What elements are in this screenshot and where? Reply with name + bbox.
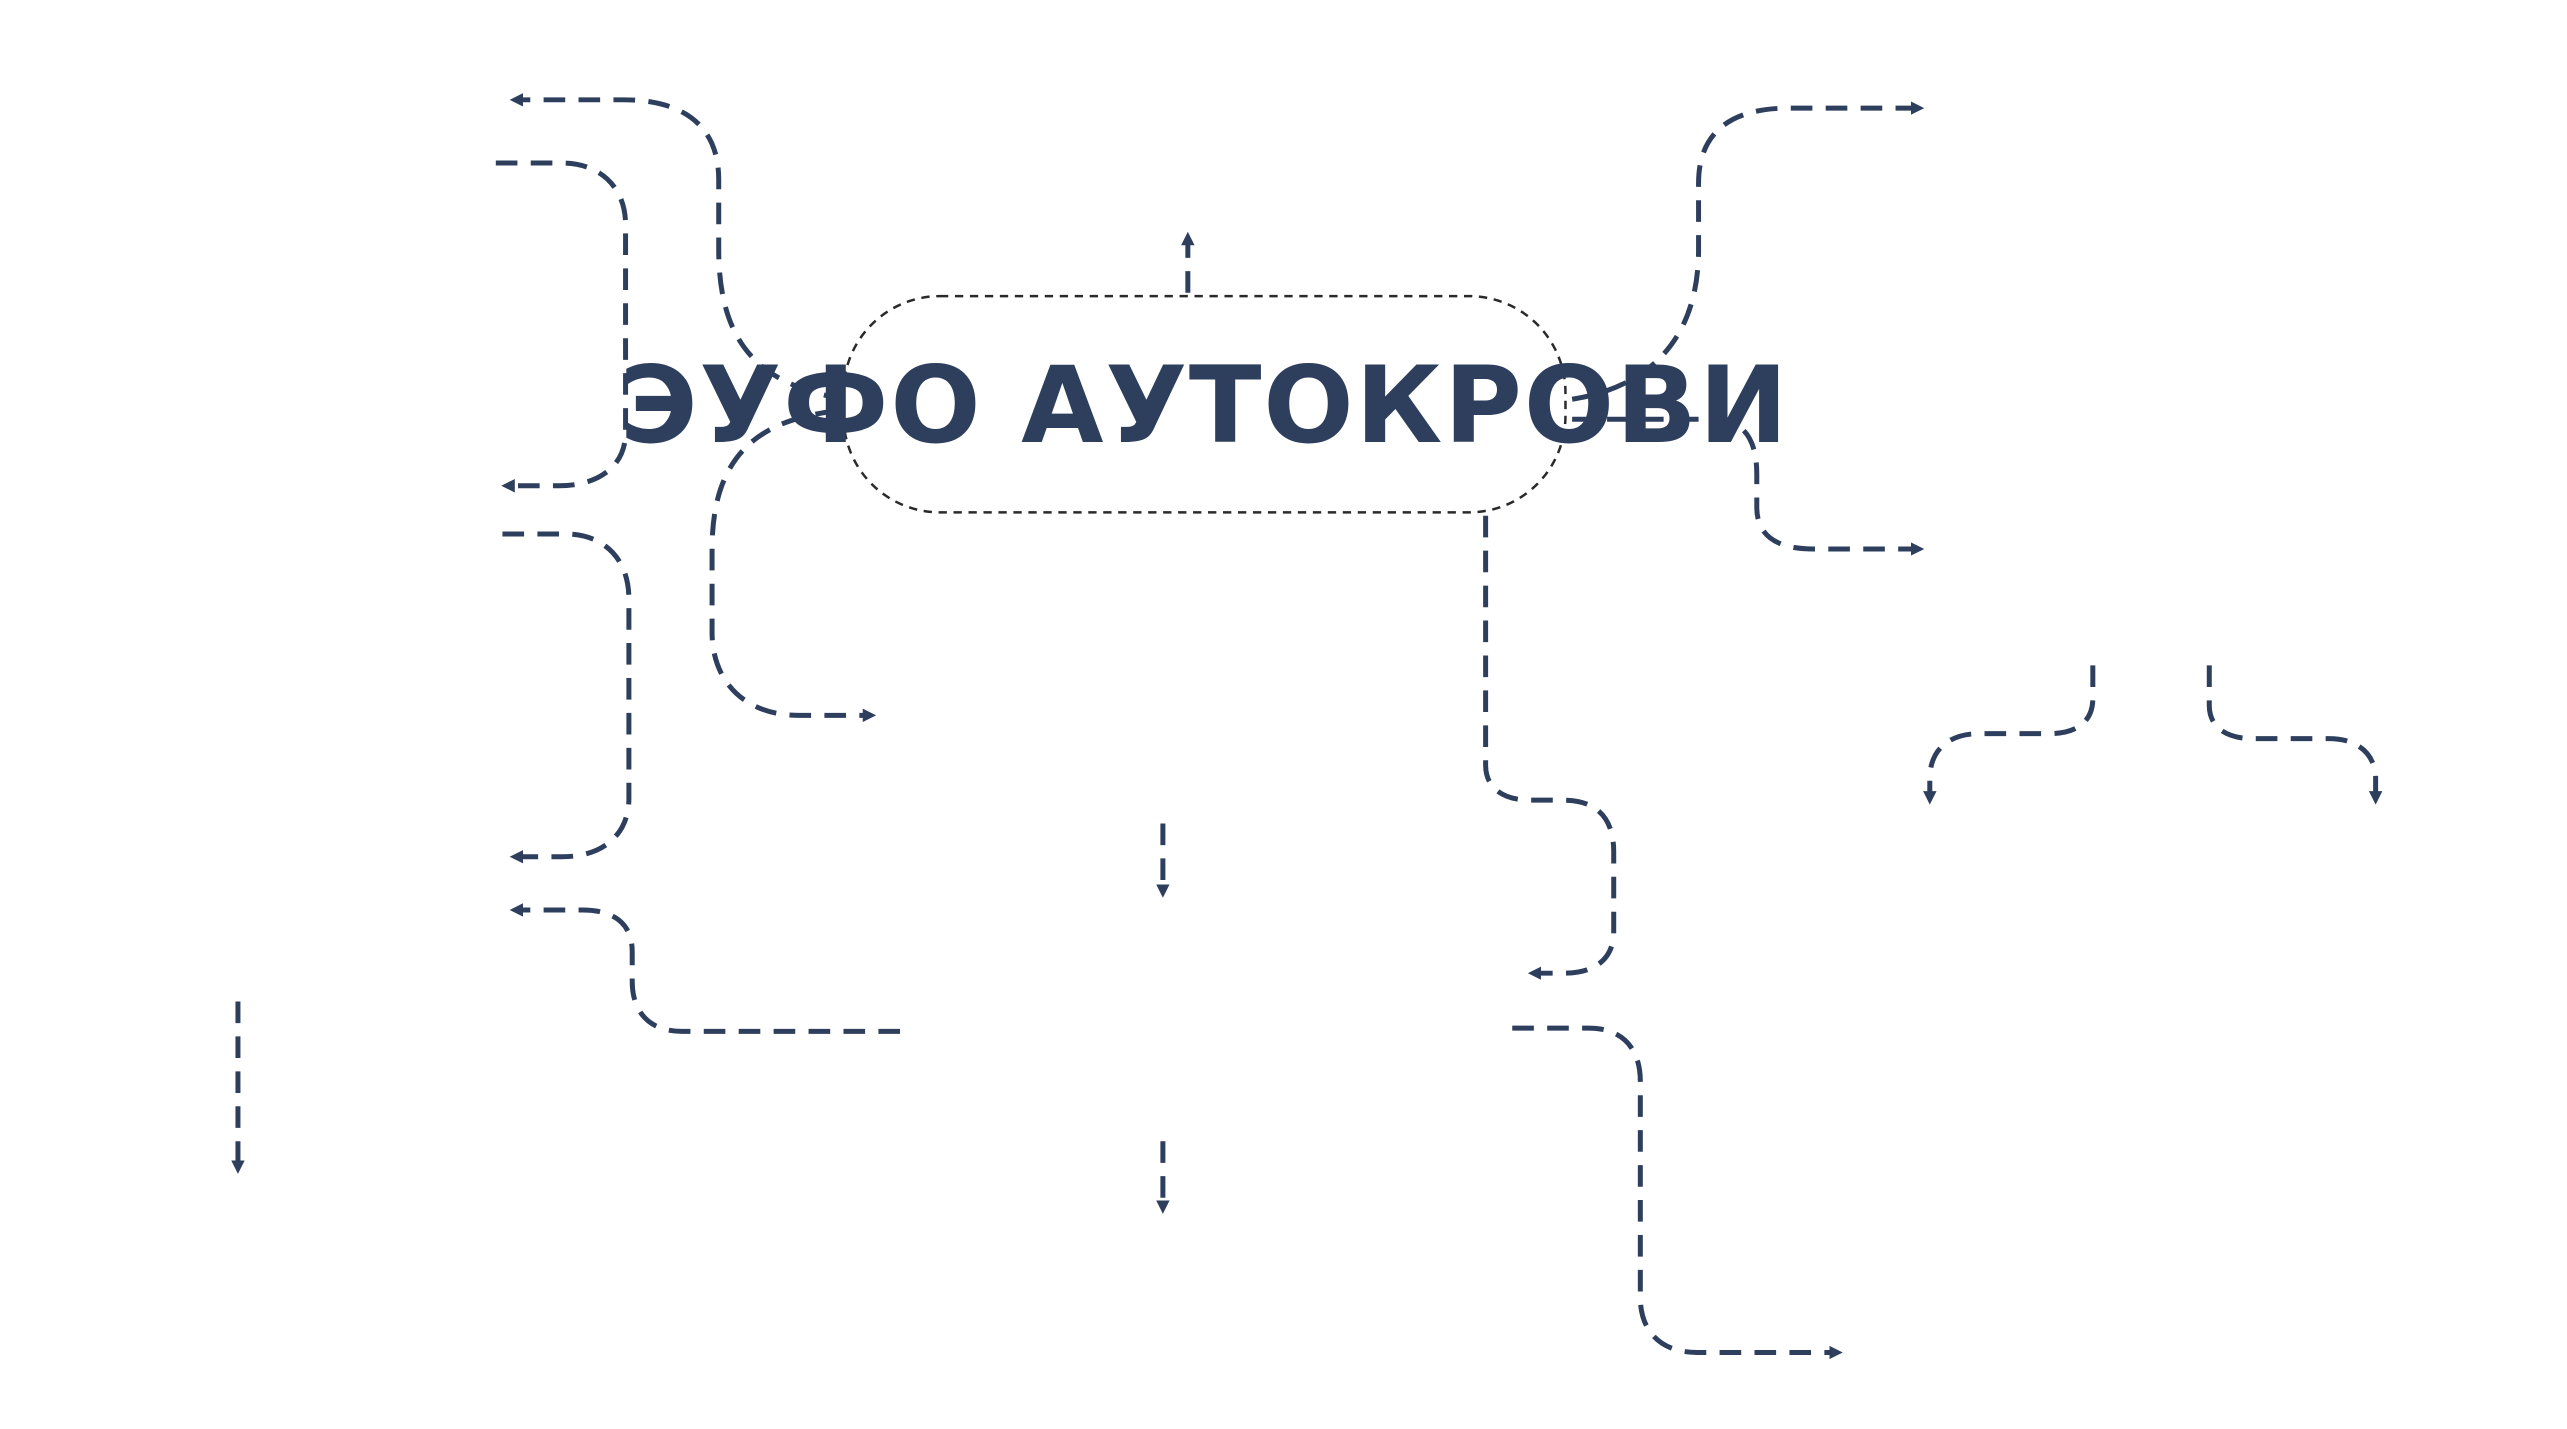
connector-bottom-right-arrow [1512, 1025, 1843, 1360]
connector-left-inner-arrow [709, 408, 877, 723]
connector-left-bracket-1-arrow [495, 160, 629, 493]
connector-far-right-right-down-arrow [2206, 665, 2383, 805]
center-node [842, 294, 1567, 514]
connector-far-right-left-down-arrow [1923, 665, 2096, 805]
connector-left-top-arrow [509, 93, 846, 402]
connector-right-top-arrow [1571, 101, 1925, 402]
connector-right-middle-arrow [1572, 416, 1925, 556]
connector-right-lower-arrow [1483, 515, 1617, 980]
connector-left-bracket-2-arrow [502, 531, 632, 864]
center-node-title: ЭУФО АУТОКРОВИ [620, 344, 1790, 468]
connector-left-lower-arrow [509, 903, 901, 1034]
